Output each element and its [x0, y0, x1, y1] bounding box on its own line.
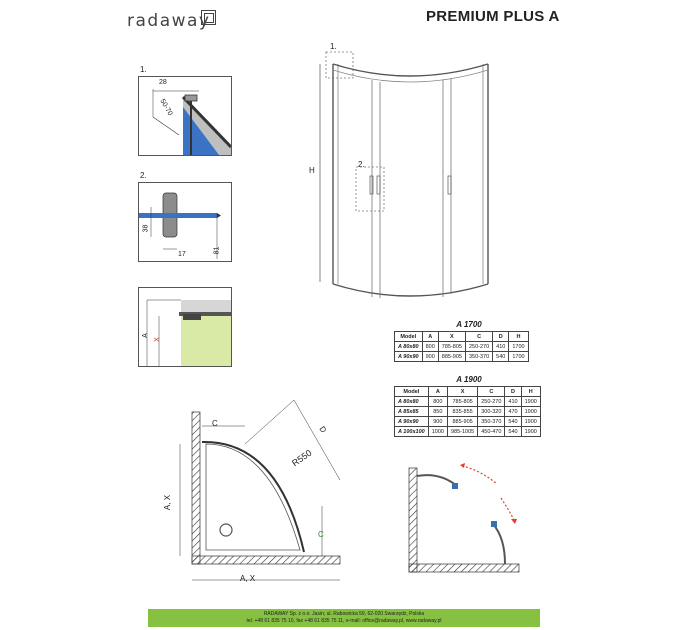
table-1900-caption: A 1900	[456, 375, 482, 384]
table-cell: 350-370	[464, 351, 494, 362]
front-view-drawing	[319, 51, 489, 298]
table-cell: 410	[504, 396, 522, 407]
table-cell: A 90x90	[394, 416, 429, 427]
table-cell: 1900	[520, 416, 541, 427]
callout-one: 1.	[330, 42, 337, 51]
detail3-dim-a: A	[141, 333, 149, 338]
table-1900: Model A X C D H A 80x80 800 785-805 250-…	[394, 386, 541, 437]
table-cell: 540	[504, 416, 522, 427]
table-cell: 850	[427, 406, 448, 417]
table-cell: 540	[504, 426, 522, 437]
detail2-frame	[138, 182, 232, 262]
table-cell: 800	[421, 341, 439, 352]
table-cell: 1700	[508, 341, 529, 352]
table-cell: 900	[427, 416, 448, 427]
footer-bar: RADAWAY Sp. z o.o. Jasin; ul. Rabowicka …	[148, 609, 540, 627]
table-cell: 800	[427, 396, 448, 407]
plan-dim-ax-left: A, X	[163, 494, 173, 511]
table-cell: 985-1005	[446, 426, 479, 437]
table-header: A	[427, 386, 448, 397]
detail2-drawing	[139, 192, 221, 259]
table-cell: 470	[504, 406, 522, 417]
detail1-label: 1.	[140, 65, 147, 74]
table-row: A 100x100 1000 985-1005 450-470 540 1900	[394, 426, 541, 437]
page-title: PREMIUM PLUS A	[426, 8, 560, 25]
table-cell: A 85x85	[394, 406, 429, 417]
table-row: A 85x85 850 835-855 300-320 470 1900	[394, 406, 541, 417]
plan-dim-c-side: C	[318, 530, 324, 539]
plan-view-drawing	[179, 400, 341, 581]
detail1-drawing	[152, 89, 233, 155]
table-cell: 450-470	[477, 426, 506, 437]
table-cell: A 80x80	[394, 396, 429, 407]
table-row: A 80x80 800 785-805 250-270 410 1700	[394, 341, 529, 352]
table-cell: 300-320	[477, 406, 506, 417]
table-cell: A 80x80	[394, 341, 423, 352]
table-cell: 540	[492, 351, 510, 362]
table-cell: 885-905	[437, 351, 466, 362]
table-header: A	[421, 331, 439, 342]
table-cell: 1000	[427, 426, 448, 437]
footer-address: RADAWAY Sp. z o.o. Jasin; ul. Rabowicka …	[263, 611, 425, 617]
table-1700-caption: A 1700	[456, 320, 482, 329]
table-header: Model	[394, 331, 423, 342]
table-cell: 1900	[520, 406, 541, 417]
table-cell: 885-905	[446, 416, 479, 427]
detail3-drawing	[146, 299, 231, 366]
plan-dim-c-top: C	[212, 419, 218, 428]
brand-logo-icon	[201, 10, 216, 25]
table-cell: 250-270	[464, 341, 494, 352]
detail2-dim-a: 38	[142, 224, 150, 233]
table-row: A 90x90 900 885-905 350-370 540 1700	[394, 351, 529, 362]
table-header: X	[446, 386, 479, 397]
table-header-row: Model A X C D H	[394, 331, 529, 342]
door-opening-drawing	[408, 463, 520, 573]
table-cell: 835-855	[446, 406, 479, 417]
table-cell: 785-805	[446, 396, 479, 407]
detail2-label: 2.	[140, 171, 147, 180]
table-header: D	[504, 386, 522, 397]
table-cell: A 100x100	[394, 426, 429, 437]
table-cell: 1700	[508, 351, 529, 362]
table-header: C	[464, 331, 494, 342]
table-cell: 350-370	[477, 416, 506, 427]
table-cell: 900	[421, 351, 439, 362]
table-header: D	[492, 331, 510, 342]
plan-dim-ax-bottom: A, X	[240, 574, 256, 583]
front-dim-h: H	[309, 166, 315, 175]
table-header: H	[520, 386, 541, 397]
table-row: A 80x80 800 785-805 250-270 410 1900	[394, 396, 541, 407]
table-header: H	[508, 331, 529, 342]
table-header: X	[437, 331, 466, 342]
table-header-row: Model A X C D H	[394, 386, 541, 397]
table-1700: Model A X C D H A 80x80 800 785-805 250-…	[394, 331, 529, 362]
callout-two: 2.	[358, 160, 365, 169]
detail3-dim-x: X	[153, 337, 161, 342]
detail2-dim-b: 17	[178, 251, 186, 258]
table-cell: 1900	[520, 396, 541, 407]
table-cell: 410	[492, 341, 510, 352]
detail1-dim-a: 28	[159, 79, 167, 86]
table-row: A 90x90 900 885-905 350-370 540 1900	[394, 416, 541, 427]
table-cell: A 90x90	[394, 351, 423, 362]
table-header: Model	[394, 386, 429, 397]
footer-contact: tel. +48 61 835 75 10, fax +48 61 835 75…	[246, 618, 442, 624]
table-cell: 785-805	[437, 341, 466, 352]
table-header: C	[477, 386, 506, 397]
detail3-frame	[138, 287, 232, 367]
table-cell: 250-270	[477, 396, 506, 407]
brand-logo-text: radaway	[127, 11, 211, 31]
detail1-frame	[138, 76, 233, 156]
detail2-dim-c: 81	[213, 246, 221, 255]
table-cell: 1900	[520, 426, 541, 437]
